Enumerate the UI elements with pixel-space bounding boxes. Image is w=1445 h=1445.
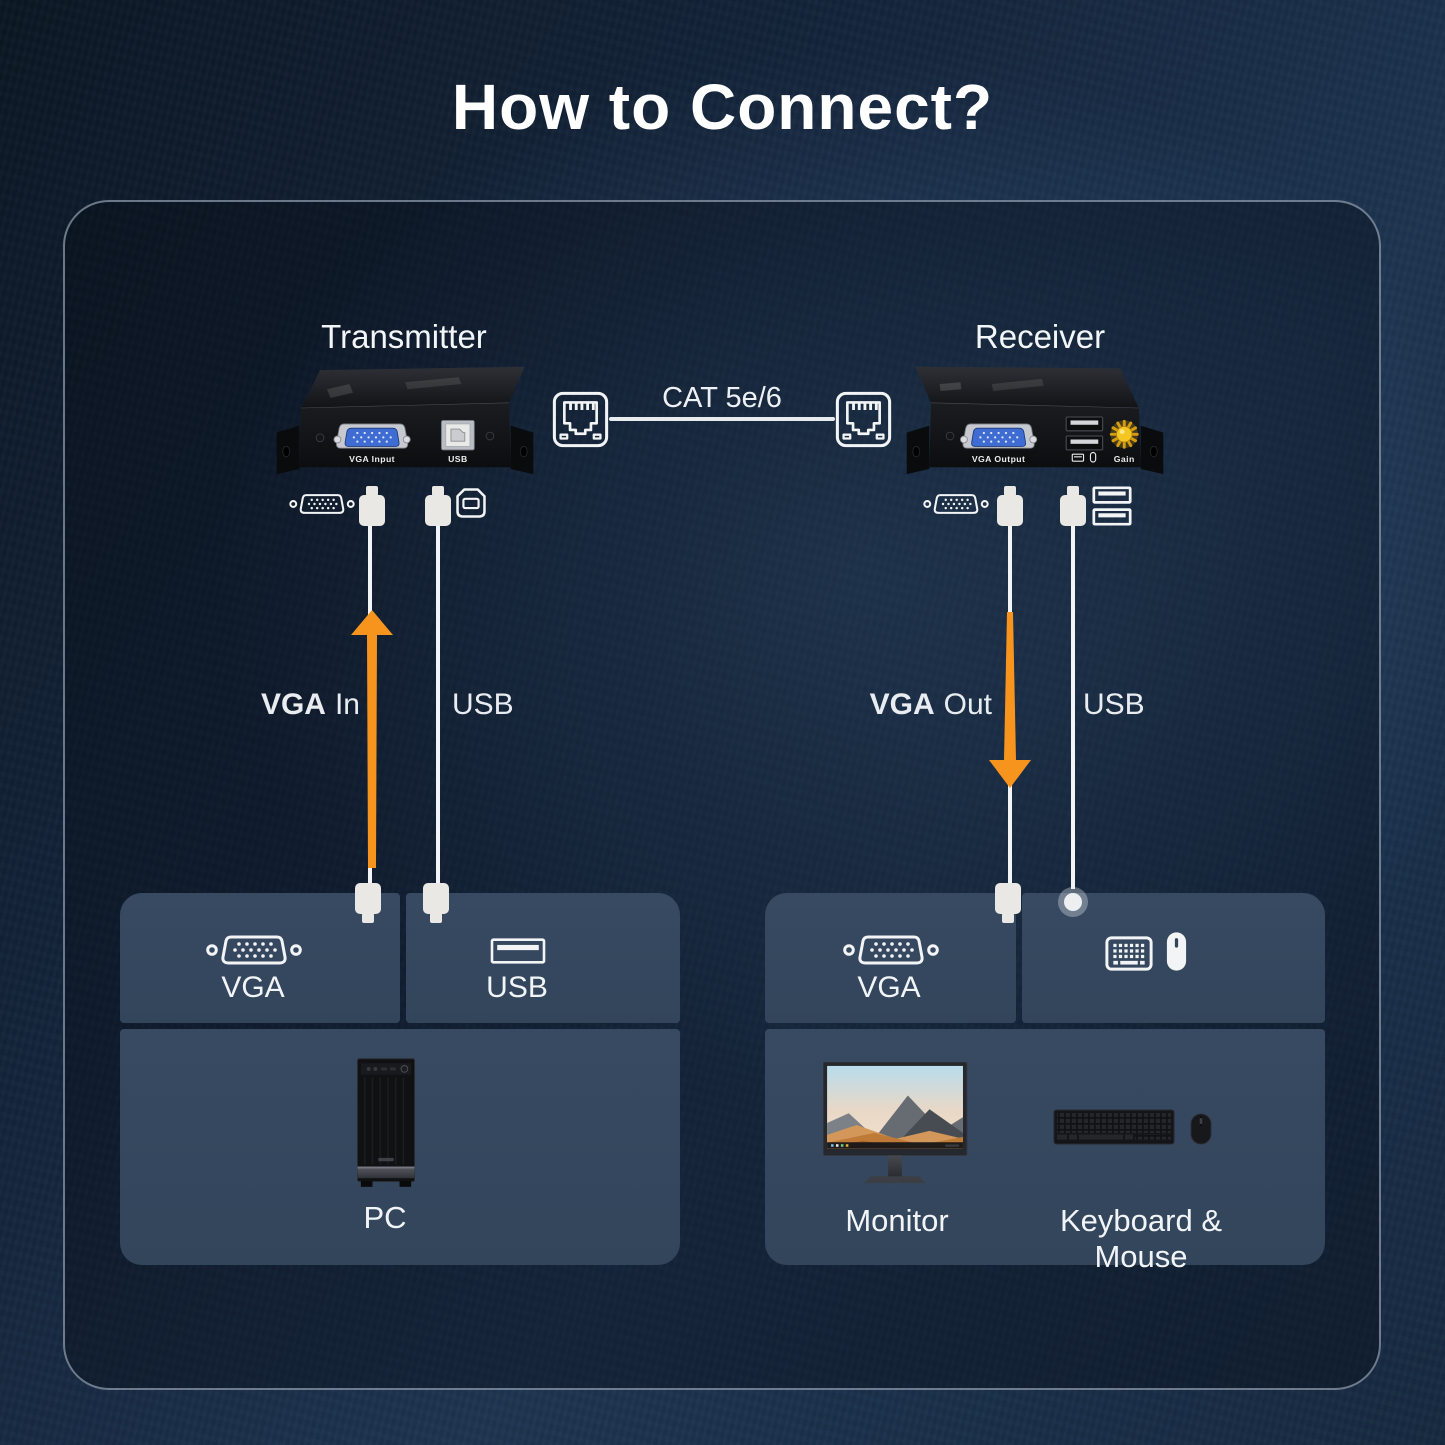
plug-icon-usb-rx (1060, 486, 1086, 526)
page-title: How to Connect? (451, 71, 994, 143)
receiver-device: VGA Output Gain (906, 366, 1164, 475)
vga-output-port (960, 423, 1038, 449)
gain-knob (1109, 419, 1139, 449)
plug-icon-vga-pc (355, 883, 381, 923)
cat-cable-label: CAT 5e/6 (662, 382, 782, 414)
usb-right-label: USB (1083, 688, 1145, 721)
mount-ears (906, 425, 1164, 475)
usb-a-icon-pc (490, 938, 546, 964)
double-usb-a-icon (1092, 486, 1132, 526)
vga-icon-monitor (843, 935, 939, 965)
usb-b-label: USB (448, 454, 468, 464)
monitor-image (823, 1062, 968, 1184)
receiver-label: Receiver (974, 318, 1106, 355)
pc-usb-label: USB (486, 971, 548, 1004)
monitor-label: Monitor (845, 1203, 949, 1238)
usb-b-port (440, 419, 475, 451)
plug-icon-usb-tx (425, 486, 451, 526)
usb-endpoint-dot (1064, 893, 1082, 911)
usb-left-label: USB (452, 688, 514, 721)
brand-print (327, 384, 353, 398)
dual-usb-a-ports (1065, 416, 1104, 451)
keyboard-mouse-image (1053, 1109, 1212, 1145)
front-screws (315, 431, 495, 443)
plug-icon-usb-pc (423, 883, 449, 923)
vga-input-port (333, 423, 411, 449)
side-port-print (939, 382, 962, 391)
vga-icon-transmitter (289, 494, 355, 514)
vga-icon-receiver (923, 494, 989, 514)
pc-tower-image (357, 1058, 415, 1187)
peripheral-vga-label: VGA (857, 971, 921, 1004)
vga-output-label: VGA Output (972, 454, 1026, 464)
device-top-face (301, 366, 525, 409)
cable-usb-left (436, 510, 440, 893)
rj45-icon-right (835, 391, 892, 448)
pc-vga-label: VGA (221, 971, 285, 1004)
top-print (991, 378, 1044, 391)
mount-ears (276, 425, 534, 475)
arrow-up-vga-in (351, 610, 393, 868)
vga-icon-pc (206, 935, 302, 965)
pc-vga-cell (120, 893, 400, 1023)
plug-icon-vga-rx (997, 486, 1023, 526)
transmitter-label: Transmitter (321, 318, 487, 355)
plug-icon-vga-monitor (995, 883, 1021, 923)
peripheral-vga-cell (765, 893, 1016, 1023)
usb-b-icon (456, 488, 486, 518)
plug-icon-vga-tx (359, 486, 385, 526)
pc-label: PC (363, 1200, 407, 1235)
vga-input-label: VGA Input (349, 454, 395, 464)
transmitter-device: VGA Input USB (276, 366, 534, 475)
keyboard-icon (1105, 936, 1153, 971)
mouse-icon (1166, 932, 1187, 971)
device-front-face (929, 403, 1141, 468)
keyboard-mouse-label: Keyboard & Mouse (1060, 1203, 1222, 1274)
arrow-down-vga-out (989, 612, 1031, 788)
cat-cable-line (609, 417, 835, 421)
cable-usb-right (1071, 510, 1075, 889)
rj45-icon-left (552, 391, 609, 448)
keyboard-mouse-glyphs (1071, 451, 1097, 463)
gain-label: Gain (1114, 454, 1135, 464)
top-print (405, 377, 462, 390)
device-top-face (915, 366, 1139, 409)
